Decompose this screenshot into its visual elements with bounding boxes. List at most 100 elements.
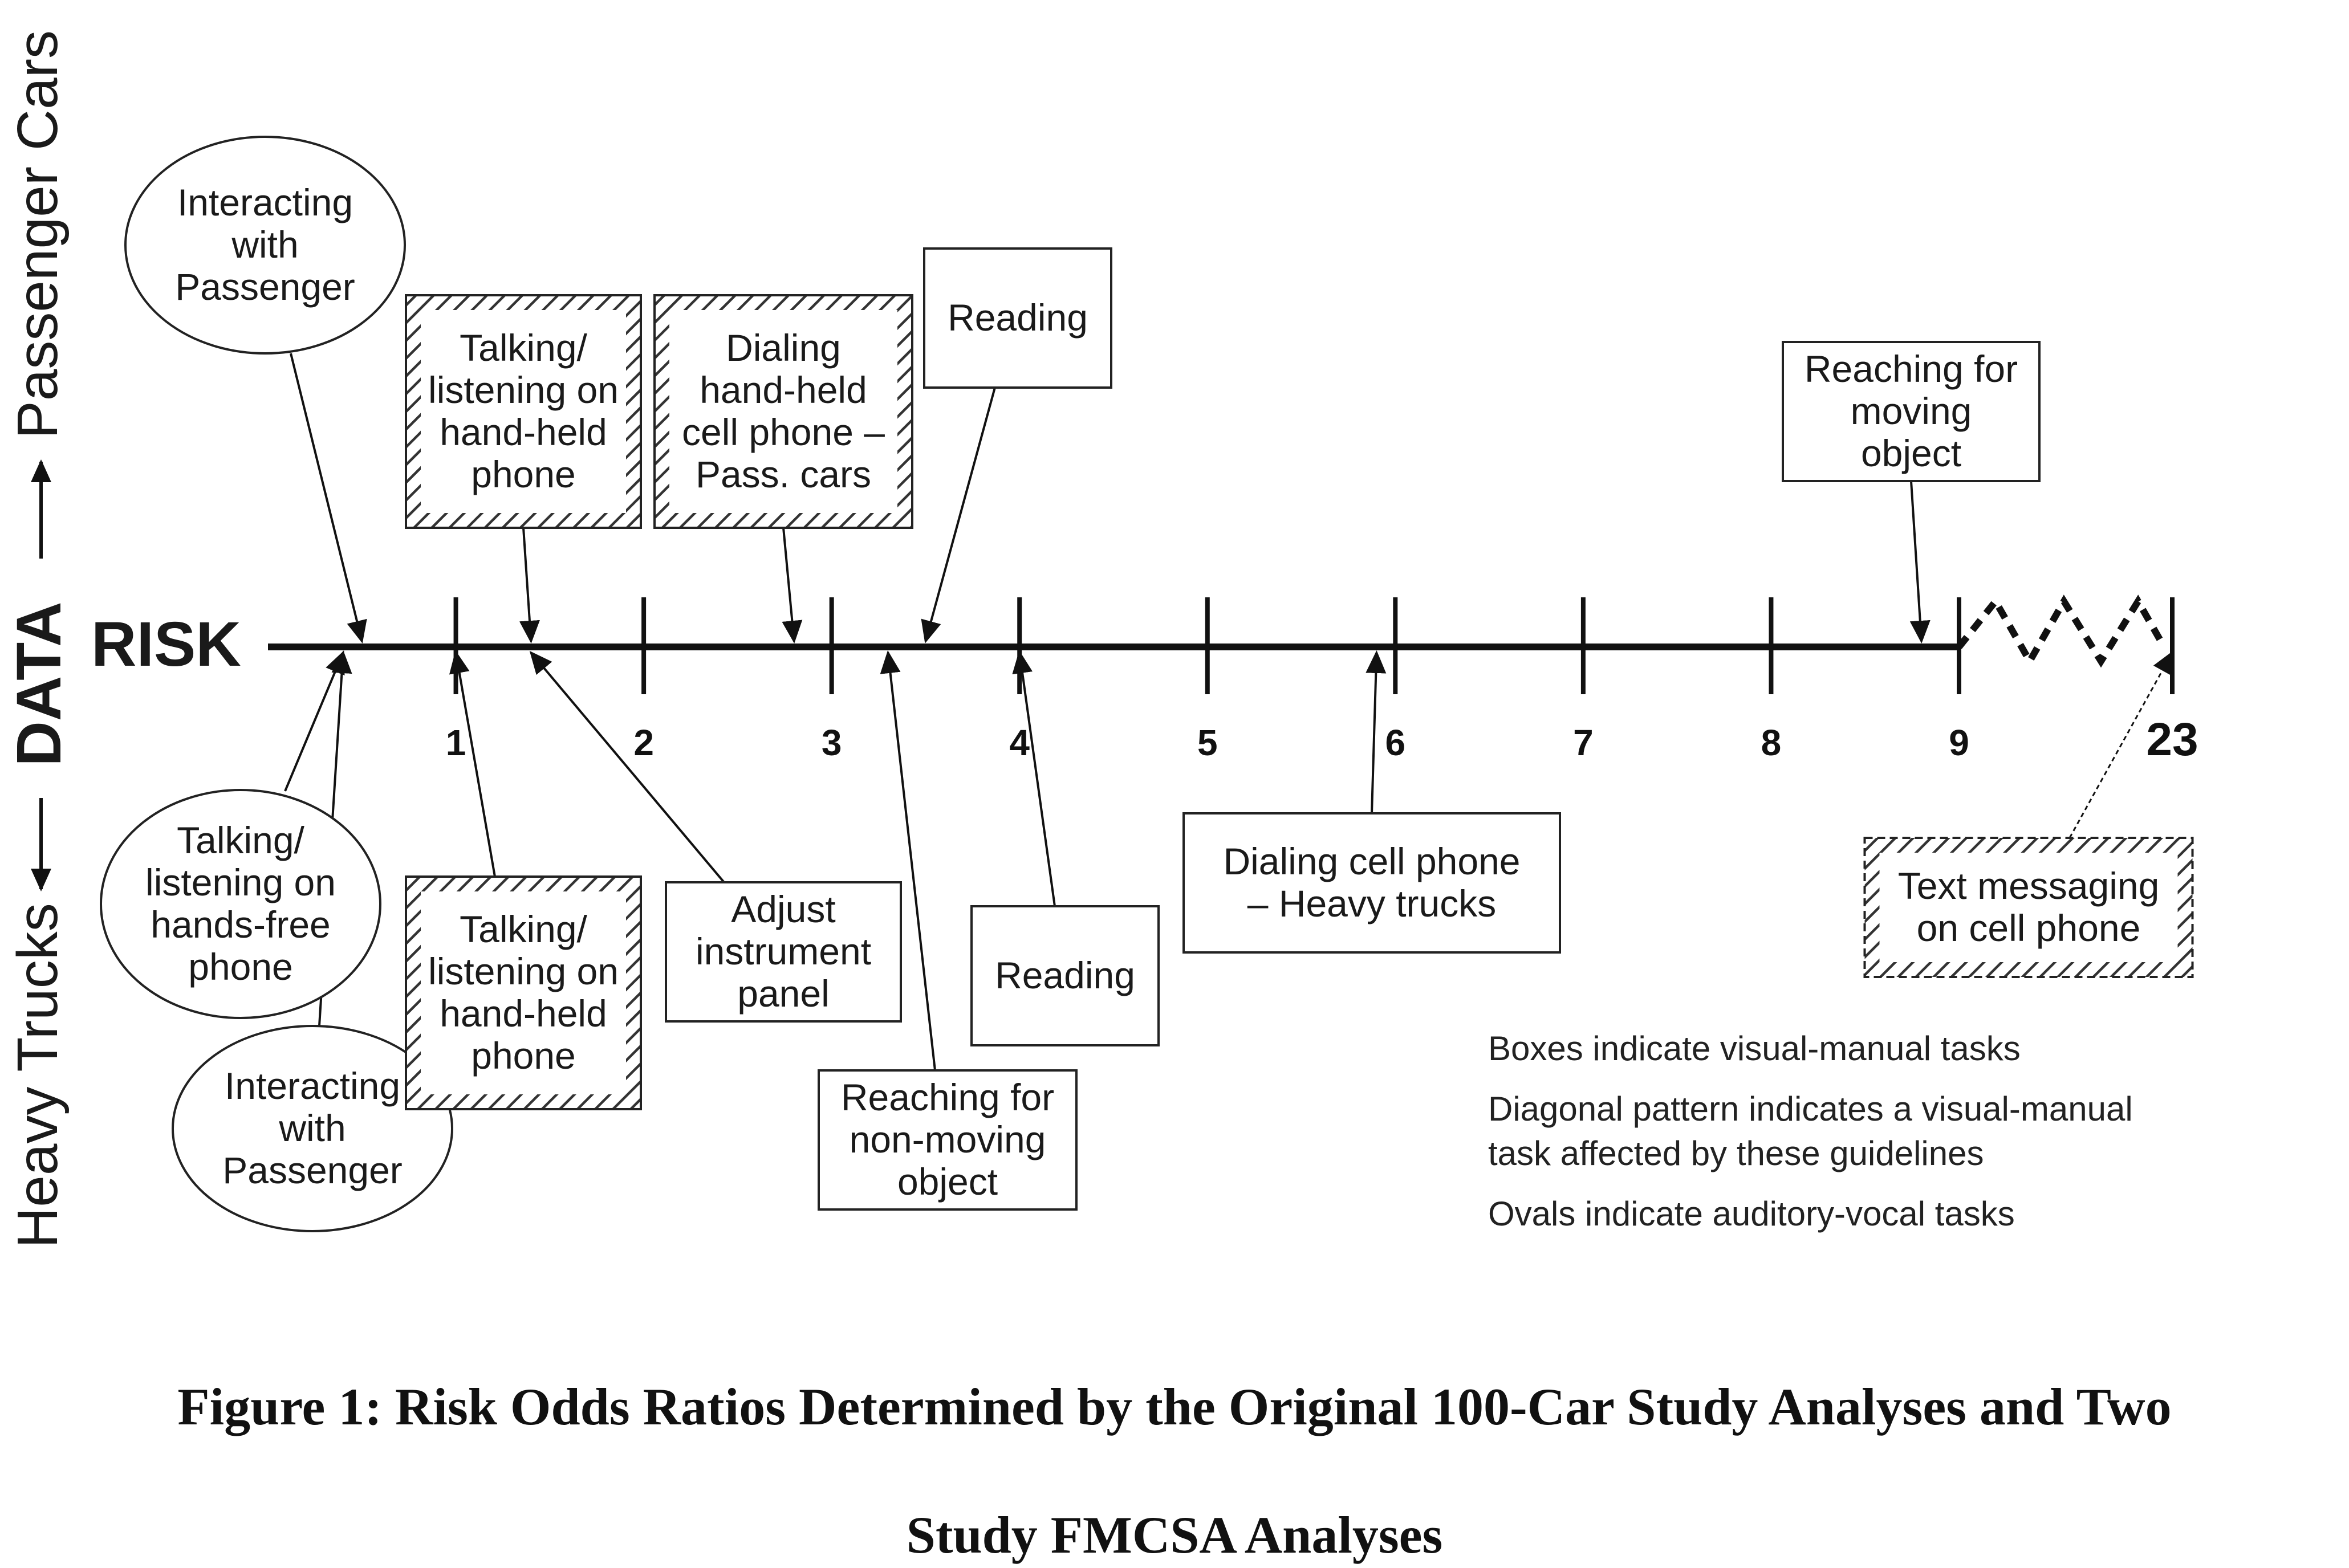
legend-line: Ovals indicate auditory-vocal tasks (1488, 1195, 2015, 1233)
data-label: DATA (4, 601, 74, 766)
box-shape (818, 1069, 1078, 1211)
tick-label-6: 6 (1385, 722, 1406, 763)
task-label-line: listening on (428, 369, 619, 411)
box-inner (421, 891, 626, 1094)
connector-text-messaging-trucks (2068, 650, 2173, 838)
task-label-line: hand-held (440, 411, 607, 453)
tick-label-2: 2 (633, 722, 654, 763)
connector-adjust-instrument-panel (529, 650, 725, 883)
task-label-line: listening on (428, 950, 619, 992)
task-reading-cars: Reading (923, 247, 1112, 389)
task-label-line: Talking/ (460, 327, 587, 369)
task-label-line: Reaching for (1805, 348, 2018, 390)
connector-reaching-moving-cars (1909, 480, 1931, 644)
task-label-line: Passenger (222, 1149, 403, 1191)
connector-reading-trucks (1012, 650, 1056, 907)
task-label-line: – Heavy trucks (1247, 882, 1496, 924)
box-inner (421, 310, 626, 513)
task-label-line: moving (1851, 390, 1972, 432)
tick-label-5: 5 (1197, 722, 1218, 763)
box-inner (669, 310, 897, 513)
task-label-line: phone (471, 453, 576, 495)
task-label-line: listening on (145, 861, 336, 903)
legend-line: task affected by these guidelines (1488, 1134, 1984, 1172)
task-label-line: Passenger (175, 266, 355, 308)
axis-break-zigzag (1956, 594, 2164, 669)
task-label-line: object (897, 1160, 998, 1203)
risk-diagram: Heavy Trucks DATA Passenger Cars RISK 1 2… (4, 30, 2198, 1248)
connector-talking-handheld-cars (519, 527, 540, 644)
tick-label-9: 9 (1949, 722, 1969, 763)
task-label-line: hand-held (440, 992, 607, 1035)
oval-shape (124, 136, 406, 355)
box-shape (1182, 812, 1561, 954)
task-label-line: with (231, 223, 298, 266)
legend: Boxes indicate visual-manual tasksDiagon… (1488, 1029, 2133, 1233)
oval-shape (100, 789, 381, 1019)
task-reading-trucks: Reading (970, 905, 1160, 1046)
tick-label-3: 3 (822, 722, 842, 763)
connector-interacting-passenger-cars (290, 353, 367, 644)
task-label-line: Talking/ (177, 819, 304, 861)
task-label-line: Dialing cell phone (1223, 840, 1520, 882)
task-label-line: Reading (948, 296, 1088, 339)
task-label-line: non-moving (850, 1118, 1046, 1160)
task-label-line: Adjust (731, 888, 835, 930)
task-label-line: instrument (696, 930, 871, 972)
connector-dialing-trucks (1365, 650, 1387, 814)
connector-talking-handsfree-trucks (284, 650, 345, 792)
connector-reaching-nonmoving-trucks (880, 650, 936, 1071)
connector-dialing-handheld-cars (782, 527, 803, 644)
task-label-line: Talking/ (460, 908, 587, 950)
task-label-line: phone (471, 1035, 576, 1077)
task-label-line: cell phone – (682, 411, 885, 453)
tick-label-1: 1 (446, 722, 466, 763)
connector-group (284, 353, 2173, 1071)
passenger-cars-label: Passenger Cars (6, 30, 70, 439)
connector-talking-handheld-trucks (449, 650, 496, 877)
tick-label-8: 8 (1761, 722, 1782, 763)
box-shape (923, 247, 1112, 389)
box-inner (1879, 853, 2178, 962)
task-label-line: Reading (995, 954, 1135, 996)
risk-label: RISK (91, 609, 241, 679)
box-shape (1782, 341, 2041, 482)
task-label-line: Dialing (726, 327, 841, 369)
connector-reading-cars (921, 387, 996, 644)
heavy-trucks-label: Heavy Trucks (6, 903, 70, 1248)
legend-line: Boxes indicate visual-manual tasks (1488, 1029, 2021, 1068)
task-label-line: panel (737, 972, 830, 1015)
tick-label-23: 23 (2146, 714, 2198, 765)
task-label-line: object (1861, 432, 1961, 474)
task-label-line: Interacting (225, 1065, 400, 1107)
figure-caption-line-2: Study FMCSA Analyses (906, 1506, 1443, 1564)
task-dialing-trucks: Dialing cell phone– Heavy trucks (1182, 812, 1561, 954)
box-shape (970, 905, 1160, 1046)
legend-line: Diagonal pattern indicates a visual-manu… (1488, 1090, 2133, 1128)
box-shape (665, 881, 902, 1023)
task-label-line: with (278, 1107, 346, 1149)
task-label-line: on cell phone (1917, 907, 2141, 949)
task-label-line: Interacting (177, 181, 353, 223)
task-group: InteractingwithPassengerTalking/listenin… (100, 136, 2194, 1232)
task-label-line: Reaching for (841, 1076, 1054, 1118)
task-label-line: hand-held (700, 369, 867, 411)
task-label-line: hands-free (151, 903, 331, 946)
tick-label-4: 4 (1009, 722, 1030, 763)
figure-caption-line-1: Figure 1: Risk Odds Ratios Determined by… (177, 1378, 2172, 1436)
task-label-line: Text messaging (1898, 865, 2160, 907)
tick-label-7: 7 (1573, 722, 1594, 763)
task-label-line: phone (188, 946, 293, 988)
